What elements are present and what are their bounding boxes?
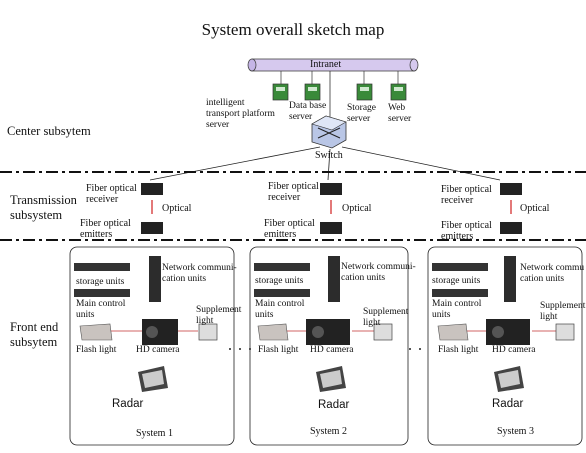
switch-label: Switch: [315, 150, 343, 161]
ellipsis-dots: [229, 348, 421, 350]
system-label-1: System 1: [136, 428, 173, 439]
network-comm-label-2: Network communi-cation units: [341, 262, 416, 283]
switch-icon: [311, 71, 347, 149]
center-subsystem-label: Center subsytem: [7, 124, 91, 138]
hd-camera-label-3: HD camera: [492, 345, 536, 355]
optical-label-2: Optical: [342, 203, 372, 214]
itps-server-icon: [272, 83, 289, 101]
system-label-3: System 3: [497, 426, 534, 437]
switch-links: [149, 146, 501, 181]
system-2-devices: [254, 256, 393, 392]
flash-label-3: Flash light: [438, 345, 479, 355]
storage-server-icon: [356, 83, 373, 101]
diagram-title: System overall sketch map: [201, 20, 385, 39]
hd-camera-label-1: HD camera: [136, 345, 180, 355]
storage-units-label-2: storage units: [255, 276, 304, 286]
network-comm-label-1: Network communi-cation units: [162, 263, 237, 284]
flash-label-2: Flash light: [258, 345, 299, 355]
flash-label-1: Flash light: [76, 345, 117, 355]
optical-label-1: Optical: [162, 203, 192, 214]
storage-units-label-1: storage units: [76, 277, 125, 287]
optical-links: [151, 200, 512, 214]
web-server-icon: [390, 83, 407, 101]
storage-units-label-3: storage units: [432, 276, 481, 286]
intranet-bus: [247, 58, 419, 72]
fiber-receiver-icon: [141, 183, 522, 195]
system-1-devices: [74, 256, 218, 392]
server-icons: [272, 71, 407, 101]
optical-label-3: Optical: [520, 203, 550, 214]
fiber-emitter-icon: [141, 222, 522, 234]
database-server-icon: [304, 83, 321, 101]
subsystem-separators: [0, 171, 586, 241]
system-3-devices: [432, 256, 575, 392]
radar-label-2: Radar: [318, 399, 350, 411]
radar-label-3: Radar: [492, 398, 524, 410]
intranet-label: Intranet: [310, 59, 342, 70]
system-boxes: [69, 246, 583, 446]
transmission-devices: [141, 183, 522, 234]
hd-camera-label-2: HD camera: [310, 345, 354, 355]
system-label-2: System 2: [310, 426, 347, 437]
radar-label-1: Radar: [112, 398, 144, 410]
